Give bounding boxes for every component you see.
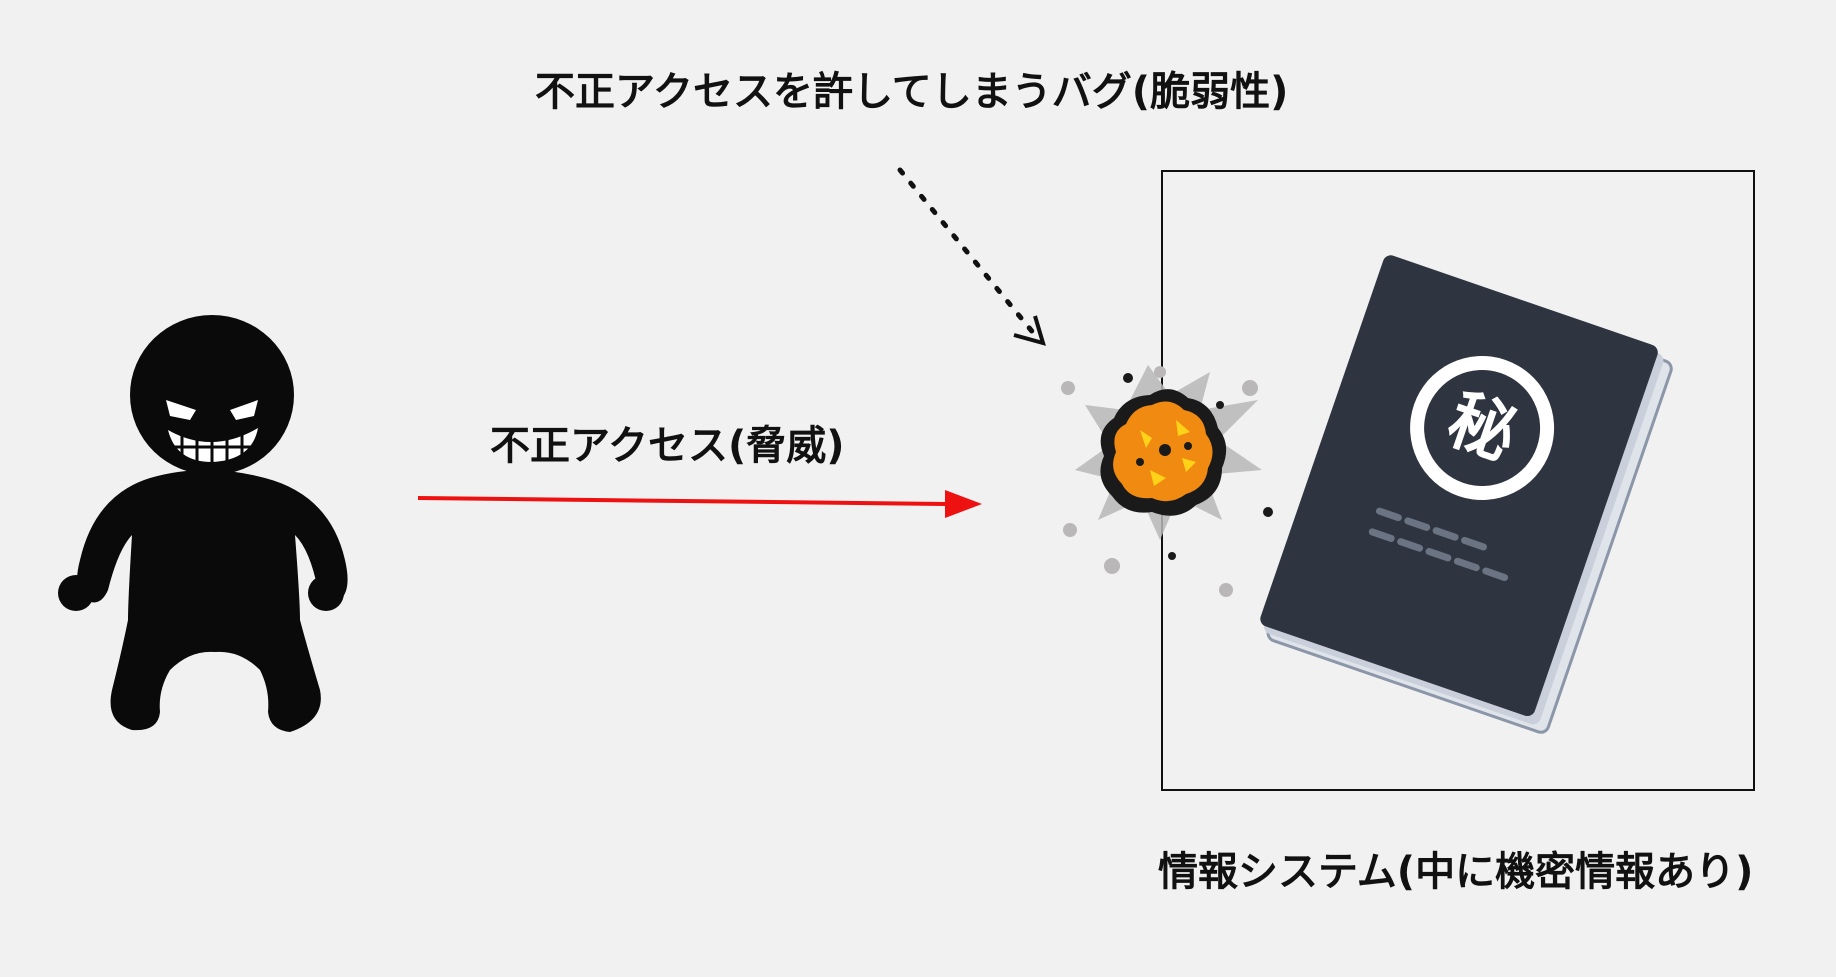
threat-label: 不正アクセス(脅威): [490, 423, 845, 469]
hacker-silhouette-icon: [58, 315, 348, 732]
secret-document-icon: 秘: [1260, 255, 1673, 734]
vulnerability-label: 不正アクセスを許してしまうバグ(脆弱性): [535, 69, 1289, 115]
system-label: 情報システム(中に機密情報あり): [1158, 849, 1754, 895]
threat-arrow: [417, 490, 982, 518]
vulnerability-arrow: [897, 167, 1046, 346]
explosion-icon: [1061, 365, 1273, 597]
